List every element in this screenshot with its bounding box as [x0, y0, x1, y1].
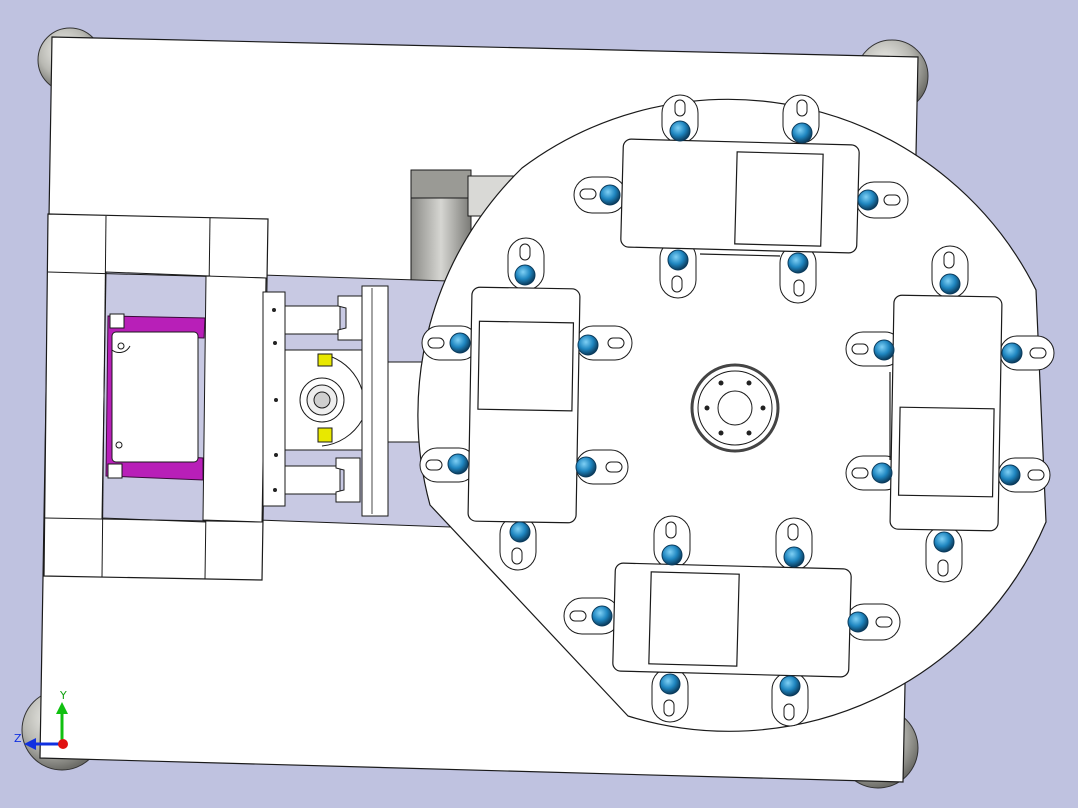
- magenta-gripper[interactable]: [105, 313, 206, 481]
- bolts: [447, 120, 1023, 697]
- central-hub[interactable]: [690, 363, 780, 453]
- fixture-blocks[interactable]: [467, 138, 1003, 678]
- orientation-triad[interactable]: Y Z: [14, 689, 68, 750]
- y-axis-label: Y: [59, 689, 67, 702]
- x-axis-dot: [58, 739, 68, 749]
- frame-pillar: [202, 275, 267, 523]
- yellow-pad-bottom: [317, 427, 333, 443]
- z-axis-label: Z: [14, 732, 22, 745]
- yellow-pad-top: [317, 353, 333, 367]
